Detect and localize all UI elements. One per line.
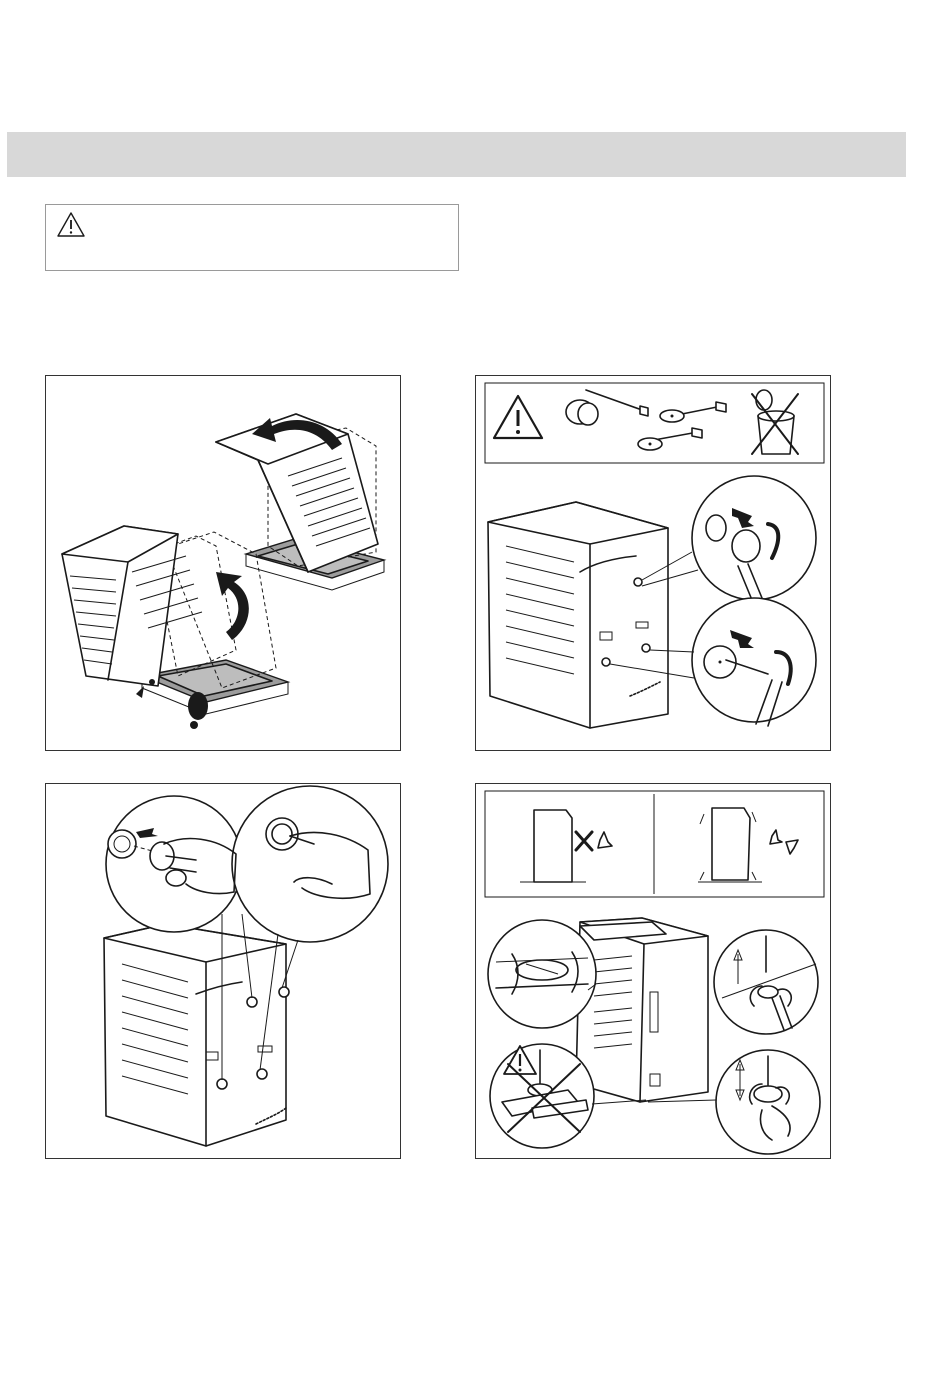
zoom-circle-right: [232, 786, 388, 942]
zoom-circle-left: [106, 796, 242, 932]
appliance-rear-view: [104, 924, 289, 1146]
figure-insert-caps: [45, 783, 401, 1159]
foot-icon: [188, 692, 208, 729]
appliance-tilted-right: [216, 414, 378, 572]
packaging-base-left: [142, 660, 288, 714]
vibration-bad-icon: [698, 808, 798, 882]
figure-tilt-remove-base: [45, 375, 401, 751]
appliance-front-angle: [576, 918, 708, 1102]
pivot-point: [149, 679, 155, 685]
warning-triangle-icon: [56, 211, 86, 239]
figure-level-appliance: [475, 783, 831, 1159]
figure-remove-transit-bolts: [475, 375, 831, 751]
stable-ok-icon: [520, 810, 612, 882]
pivot-arrow: [136, 686, 144, 698]
appliance-rear-view: [488, 502, 668, 728]
cap-icon: [266, 818, 298, 850]
bolt-icon: [586, 390, 726, 440]
dispose-bin-crossed-icon: [752, 390, 798, 454]
section-header-bar: [7, 132, 906, 177]
warning-triangle-icon: [494, 396, 542, 438]
curved-arrow-icon: [216, 572, 249, 640]
warning-box: [45, 204, 459, 271]
plug-icon: [566, 400, 598, 425]
